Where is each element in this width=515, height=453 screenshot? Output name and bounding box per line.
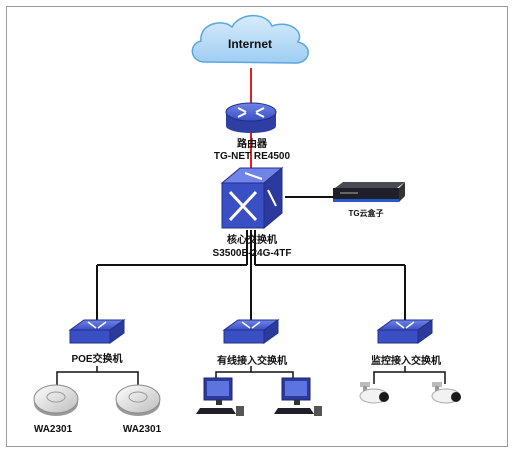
camera-icon <box>359 382 389 404</box>
switch-icon <box>68 319 126 344</box>
camera-icon <box>431 382 461 404</box>
cloud-box-icon <box>333 182 405 202</box>
wired-switch-label: 有线接入交换机 <box>217 354 287 367</box>
cloud-box-label: TG云盒子 <box>348 208 383 218</box>
pc-icon <box>196 377 244 416</box>
router-model: TG-NET RE4500 <box>214 151 291 162</box>
router-name: 路由器 <box>237 137 268 150</box>
wireless-ap-icon <box>115 384 161 416</box>
switch-icon <box>222 319 280 344</box>
links <box>56 68 446 386</box>
core-switch-icon <box>220 166 284 230</box>
pc-icon <box>274 377 322 416</box>
cloud-icon <box>191 14 309 64</box>
monitor-switch-label: 监控接入交换机 <box>371 354 441 367</box>
switch-icon <box>376 319 434 344</box>
wireless-ap-icon <box>33 384 79 416</box>
router-icon <box>225 102 277 133</box>
internet-label: Internet <box>228 37 272 51</box>
ap-label-1: WA2301 <box>34 424 73 435</box>
ap-label-2: WA2301 <box>123 424 162 435</box>
poe-switch-label: POE交换机 <box>71 352 122 365</box>
core-switch-name: 核心交换机 <box>227 233 277 246</box>
core-switch-model: S3500E-24G-4TF <box>213 248 292 259</box>
